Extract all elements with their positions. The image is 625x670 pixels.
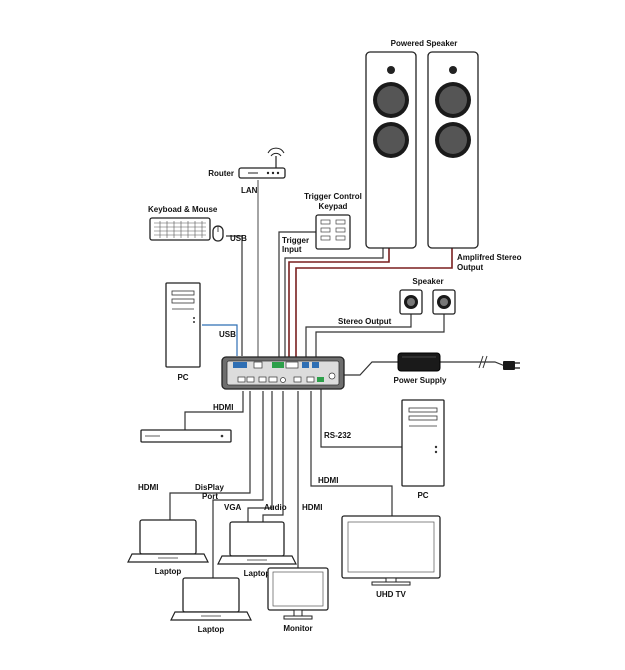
power-supply-icon — [397, 352, 441, 372]
stereo-output-label: Stereo Output — [338, 317, 392, 326]
displayport-label-1: DisPlay — [195, 483, 224, 492]
speaker-cable-left — [288, 248, 390, 358]
stereo-cable-b — [315, 314, 445, 358]
displayport-cable — [212, 391, 264, 578]
router-label: Router — [208, 169, 234, 178]
audio-cable — [262, 391, 284, 522]
rs232-cable — [320, 389, 402, 448]
displayport-label-2: Port — [202, 492, 218, 501]
hdmi-player-cable — [184, 391, 244, 430]
speaker-cable-right — [295, 248, 453, 358]
power-supply-label: Power Supply — [394, 376, 447, 385]
laptop-1-label: Laptop — [155, 567, 182, 576]
amp-output-label-1: Amplifred Stereo — [457, 253, 522, 262]
powered-speaker-label: Powered Speaker — [391, 39, 458, 48]
pc-right-icon — [401, 399, 445, 487]
power-port — [328, 372, 336, 380]
hdmi-port-2 — [246, 376, 255, 383]
uhd-tv-label: UHD TV — [376, 590, 406, 599]
usb-keyboard-cable — [226, 235, 243, 356]
audio-in-port — [280, 377, 286, 383]
trigger-port — [272, 362, 284, 368]
rs232-port — [317, 377, 324, 382]
power-plug-icon — [478, 355, 520, 370]
media-player-icon — [140, 429, 232, 443]
usb-top-label: USB — [230, 234, 247, 243]
trigger-cable — [278, 231, 316, 358]
pc-left-icon — [165, 282, 201, 368]
mouse-icon — [212, 225, 224, 242]
uhd-tv-icon — [341, 515, 441, 586]
hdmi-uhd-cable — [310, 391, 393, 516]
speaker-port — [285, 361, 299, 369]
audio-out-port-2 — [312, 362, 319, 368]
usb-left-label: USB — [219, 330, 236, 339]
speaker-cable-left-b — [284, 248, 384, 358]
hdmi-port-1 — [237, 376, 246, 383]
hdmi-center-label: HDMI — [302, 503, 322, 512]
power-cable — [336, 361, 398, 376]
trigger-input-label-1: Trigger — [282, 236, 309, 245]
vga-label: VGA — [224, 503, 242, 512]
hdmi-laptop-cable — [169, 391, 251, 520]
speaker-label: Speaker — [412, 277, 443, 286]
vga-cable — [247, 391, 273, 522]
cables — [169, 180, 506, 578]
displayport-port — [258, 376, 267, 383]
usb-port-2 — [240, 362, 247, 368]
audio-label: Audio — [264, 503, 287, 512]
trigger-keypad-label-2: Keypad — [319, 202, 348, 211]
matrix-switcher-device — [221, 356, 345, 390]
trigger-keypad-label-1: Trigger Control — [304, 192, 362, 201]
rs232-label: RS-232 — [324, 431, 352, 440]
powered-speaker-right — [427, 51, 479, 249]
vga-port — [268, 376, 278, 383]
lan-label: LAN — [241, 186, 258, 195]
usb-pc-cable — [202, 324, 238, 356]
router-icon — [238, 147, 286, 179]
laptop-1-icon — [127, 519, 209, 563]
pc-right-label: PC — [417, 491, 428, 500]
trigger-keypad-icon — [315, 214, 351, 250]
hdmi-player-label: HDMI — [213, 403, 233, 412]
speaker-small-left — [399, 289, 423, 315]
monitor-label: Monitor — [283, 624, 312, 633]
hdmi-laptop-label: HDMI — [138, 483, 158, 492]
powered-speaker-left — [365, 51, 417, 249]
monitor-icon — [267, 567, 329, 620]
keyboard-icon — [149, 217, 211, 241]
hdmi-out-port-1 — [293, 376, 302, 383]
lan-port — [253, 361, 263, 369]
amp-output-label-2: Output — [457, 263, 484, 272]
laptop-2-icon — [170, 577, 252, 621]
trigger-input-label-2: Input — [282, 245, 302, 254]
laptop-3-label: Laptop — [244, 569, 271, 578]
laptop-2-label: Laptop — [198, 625, 225, 634]
pc-left-label: PC — [177, 373, 188, 382]
audio-out-port-1 — [302, 362, 309, 368]
hdmi-uhd-label: HDMI — [318, 476, 338, 485]
laptop-3-icon — [217, 521, 297, 565]
keyboard-mouse-label: Keyboad & Mouse — [148, 205, 218, 214]
hdmi-out-port-2 — [306, 376, 315, 383]
speaker-small-right — [432, 289, 456, 315]
stereo-cable — [305, 314, 412, 358]
mains-cable — [440, 361, 506, 367]
usb-port-1 — [233, 362, 240, 368]
